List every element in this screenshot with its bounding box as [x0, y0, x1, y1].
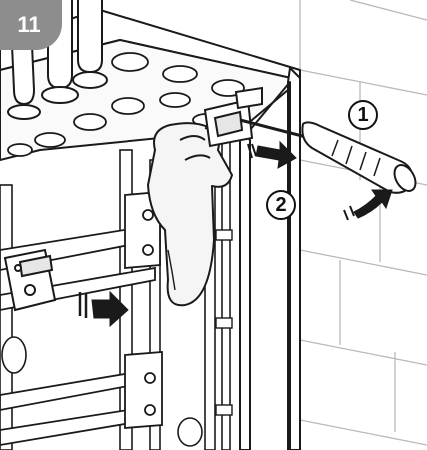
step-number-badge: 11 [0, 0, 62, 50]
latch-clip [203, 86, 263, 148]
screwdriver [239, 118, 417, 194]
sliding-clip [3, 248, 57, 312]
callout-2: 2 [266, 190, 296, 220]
wall-brick-grid [299, 0, 427, 446]
knockout-holes [7, 52, 245, 157]
pull-arrow [255, 140, 297, 169]
rail-brackets [124, 191, 163, 429]
motion-arrows [78, 140, 393, 328]
callout-1: 1 [348, 100, 378, 130]
slide-arrow [91, 290, 129, 328]
rotate-arrow [353, 189, 393, 219]
side-knockouts [1, 336, 203, 447]
frame-slots [215, 229, 233, 416]
